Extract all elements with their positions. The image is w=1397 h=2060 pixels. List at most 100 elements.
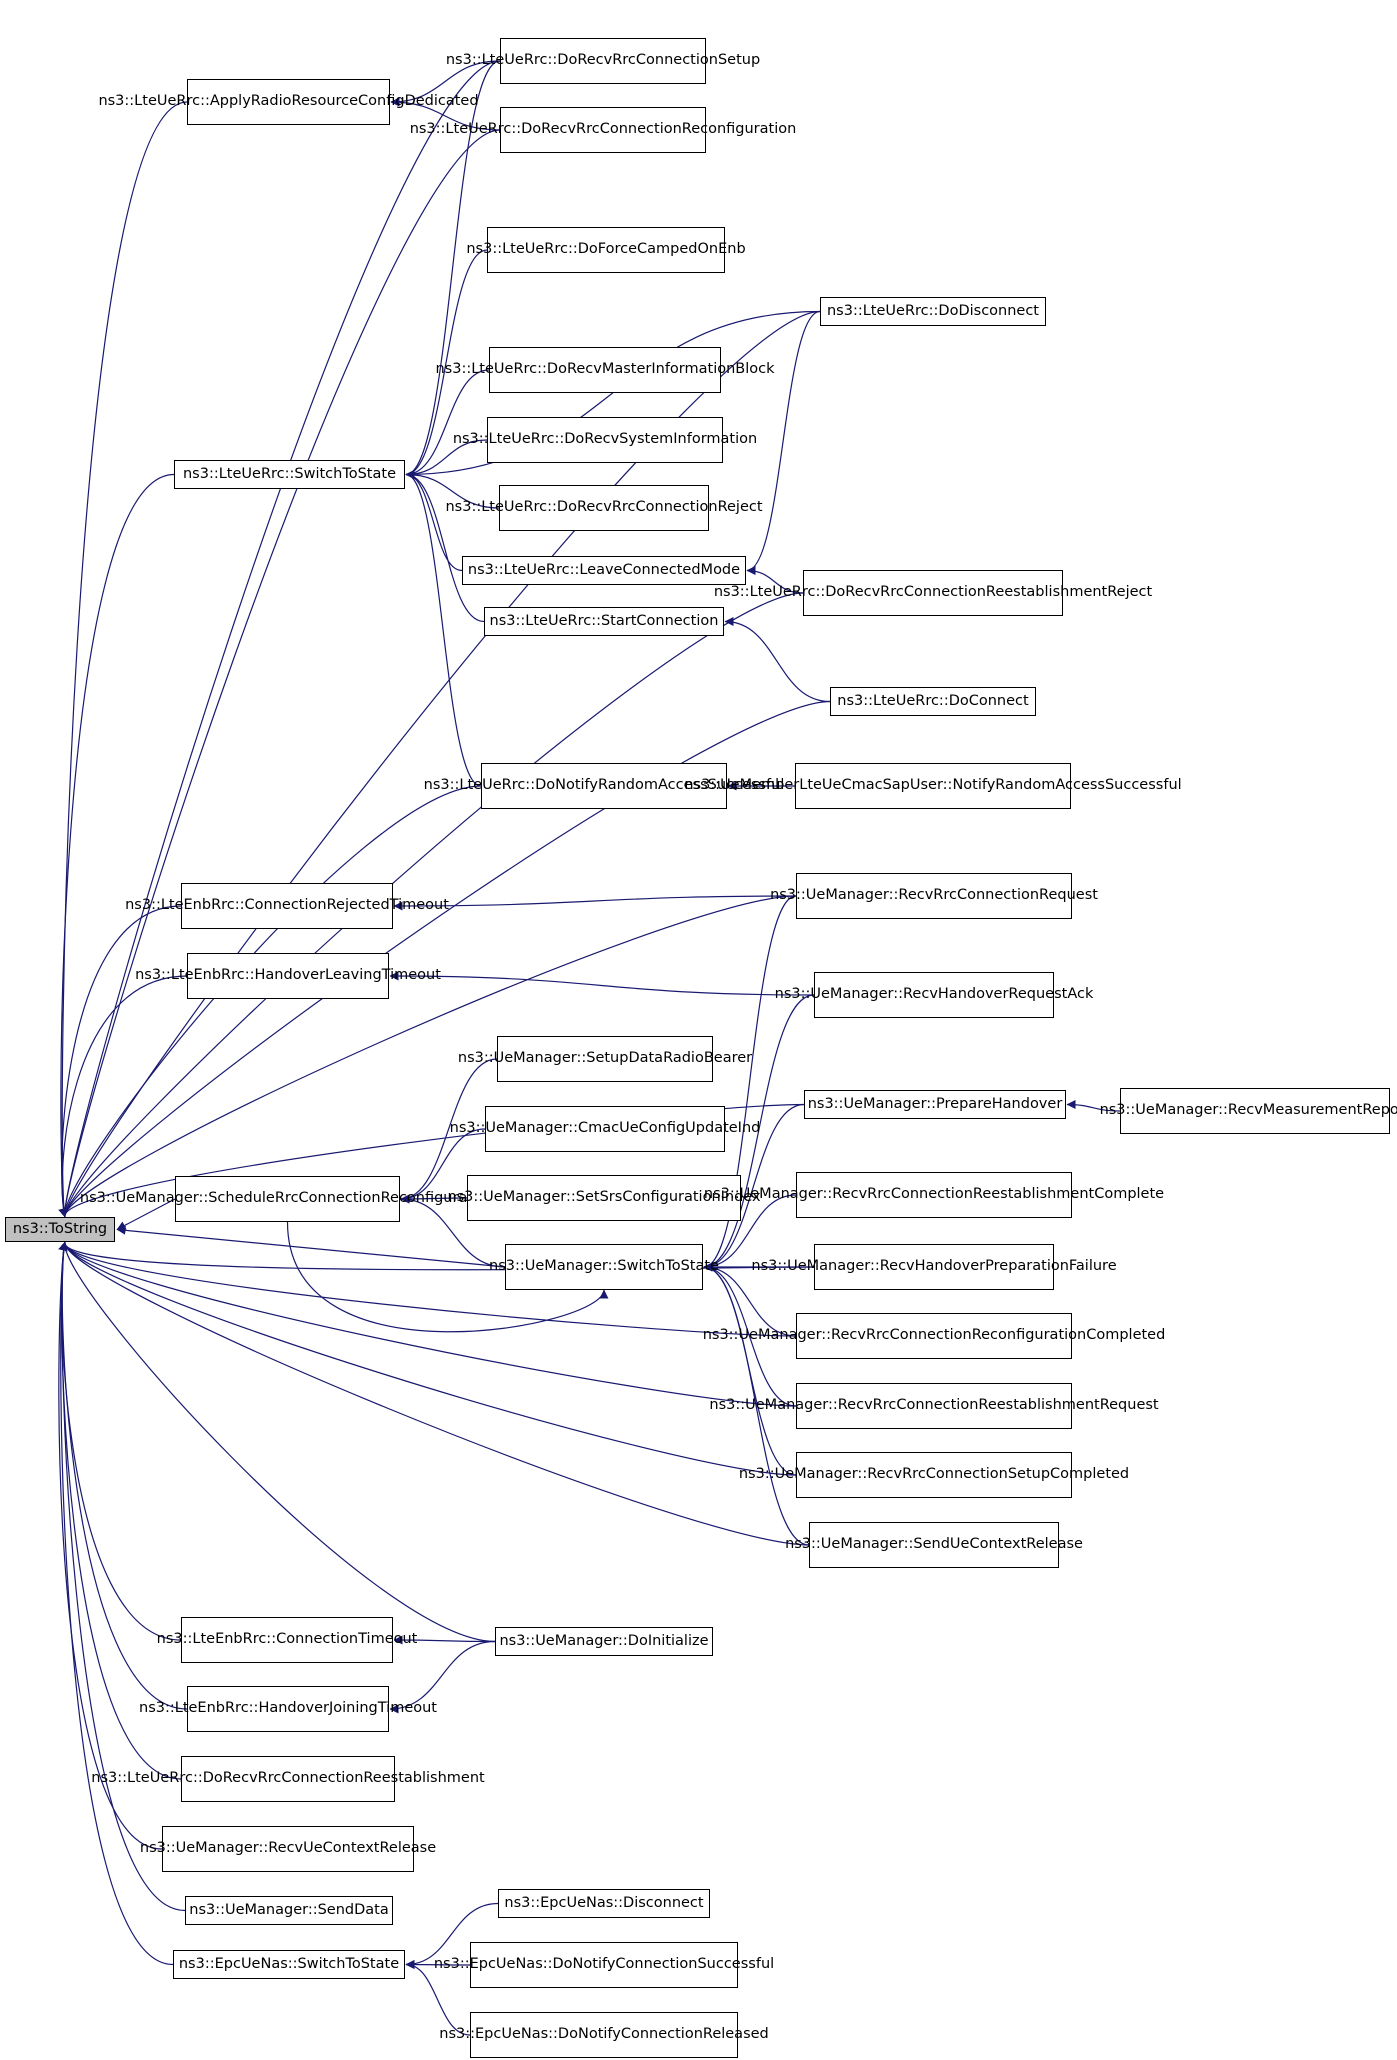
node-14-label-2: AccessSuccessful [658, 777, 785, 794]
node-20-label-1: ns3::UeManager::SetupData [457, 1050, 664, 1067]
node-38[interactable]: ns3::UeManager::SendData [185, 1896, 393, 1925]
node-40[interactable]: ns3::EpcUeNas::SwitchToState [173, 1950, 405, 1979]
node-19-label-2: RequestAck [1008, 986, 1094, 1003]
edge-n40-to-n0 [58, 1241, 174, 1966]
edge-n31-to-n0 [58, 1241, 797, 1476]
edge-n30-to-n27 [703, 1262, 797, 1407]
node-3-label-2: ConnectionReconfiguration [599, 121, 797, 138]
node-22-label-2: Report [1362, 1102, 1397, 1119]
edge-n34-to-n33 [393, 1635, 496, 1645]
node-29-label-2: ReconfigurationCompleted [971, 1327, 1166, 1344]
node-14-label-1: ns3::LteUeRrc::DoNotifyRandom [423, 777, 659, 794]
edge-n31-to-n27 [703, 1262, 797, 1476]
node-10[interactable]: ns3::LteUeRrc::LeaveConnectedMode [462, 556, 746, 585]
node-31-label-1: ns3::UeManager::RecvRrcConnection [738, 1466, 1008, 1483]
edge-n39-to-n40 [405, 1902, 499, 1969]
node-8[interactable]: ns3::LteUeRrc::SwitchToState [174, 460, 405, 489]
node-36-label-2: ConnectionReestablishment [281, 1770, 485, 1787]
node-1-label-1: ns3::LteUeRrc::ApplyRadio [98, 93, 292, 110]
edge-n27-to-n0 [116, 1225, 506, 1268]
node-36-label-1: ns3::LteUeRrc::DoRecvRrc [91, 1770, 282, 1787]
edge-n13-to-n0 [58, 700, 831, 1218]
edge-n21-to-n27 [703, 1103, 805, 1272]
node-16-label-1: ns3::LteEnbRrc::Connection [125, 897, 327, 914]
node-25-label-1: ns3::UeManager::SetSrsConfiguration [447, 1189, 721, 1206]
node-17-label-1: ns3::UeManager::RecvRrcConnection [770, 887, 1040, 904]
node-21-label-1: ns3::UeManager::PrepareHandover [807, 1095, 1063, 1112]
edge-n17-to-n27 [703, 895, 797, 1272]
node-9-label-1: ns3::LteUeRrc::DoRecvRrc [445, 499, 636, 516]
edge-n24-to-n0 [116, 1198, 176, 1231]
node-27-label-1: ns3::UeManager::SwitchTo [489, 1258, 681, 1275]
edge-n37-to-n0 [58, 1241, 163, 1850]
node-13-label-1: ns3::LteUeRrc::DoConnect [837, 692, 1029, 709]
node-root[interactable]: ns3::ToString [5, 1217, 115, 1242]
node-5[interactable]: ns3::LteUeRrc::DoDisconnect [820, 297, 1046, 326]
node-35-label-2: JoiningTimeout [328, 1700, 437, 1717]
node-39[interactable]: ns3::EpcUeNas::Disconnect [498, 1889, 710, 1918]
node-22[interactable]: ns3::UeManager::RecvMeasurementReport [1100, 1088, 1397, 1134]
node-6-label-2: InformationBlock [651, 361, 775, 378]
edge-n9-to-n8 [405, 470, 500, 509]
node-5-label-1: ns3::LteUeRrc::DoDisconnect [826, 302, 1039, 319]
node-12[interactable]: ns3::LteUeRrc::StartConnection [484, 607, 724, 636]
node-35-label-1: ns3::LteEnbRrc::Handover [139, 1700, 329, 1717]
node-39-label-1: ns3::EpcUeNas::Disconnect [504, 1894, 704, 1911]
edge-n11-to-n10 [746, 566, 804, 594]
edge-n12-to-n8 [405, 470, 485, 623]
edge-n5-to-n8 [405, 310, 821, 479]
edge-n4-to-n8 [405, 249, 488, 479]
node-30-label-2: ReestablishmentRequest [978, 1397, 1159, 1414]
edge-n42-to-n40 [405, 1960, 471, 2036]
node-13[interactable]: ns3::LteUeRrc::DoConnect [830, 687, 1036, 716]
node-32-label-1: ns3::UeManager::SendUeContext [785, 1536, 1027, 1553]
node-34[interactable]: ns3::UeManager::DoInitialize [495, 1627, 713, 1656]
node-6-label-1: ns3::LteUeRrc::DoRecvMaster [435, 361, 652, 378]
node-34-label-1: ns3::UeManager::DoInitialize [499, 1632, 709, 1649]
edge-n2-to-n0 [58, 60, 501, 1218]
edge-n2-to-n8 [405, 60, 501, 479]
edge-n33-to-n0 [58, 1241, 182, 1641]
node-23-label-2: UpdateInd [685, 1120, 761, 1137]
edge-n17-to-n0 [58, 895, 797, 1218]
edge-n22-to-n21 [1066, 1100, 1121, 1112]
node-21[interactable]: ns3::UeManager::PrepareHandover [804, 1090, 1066, 1119]
edge-n29-to-n27 [703, 1262, 797, 1337]
node-11-label-2: ConnectionReestablishmentReject [903, 584, 1153, 601]
node-28-label-2: PreparationFailure [985, 1258, 1117, 1275]
node-24-label-1: ns3::UeManager::Schedule [79, 1190, 275, 1207]
edge-n5-to-n10 [746, 310, 821, 575]
edge-n17-to-n16 [393, 895, 797, 911]
